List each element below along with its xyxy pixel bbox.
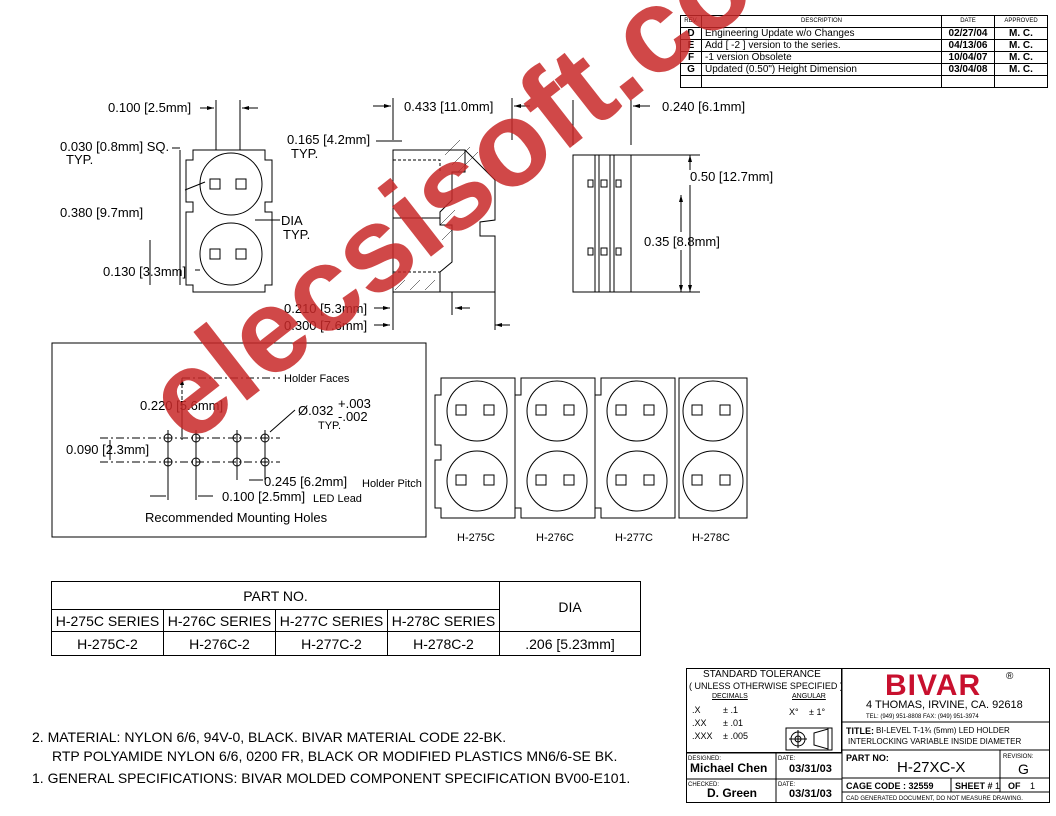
dim-mount-100: 0.100 [2.5mm] xyxy=(222,489,306,504)
dim-rear-width: 0.240 [6.1mm] xyxy=(662,99,746,114)
sheet-value: 1 xyxy=(995,781,1001,791)
company-phone: TEL: (949) 951-8808 FAX: (949) 951-3974 xyxy=(866,714,979,720)
title-line-1: BI-LEVEL T-1¾ (5mm) LED HOLDER xyxy=(876,726,1010,735)
dim-front-bottom: 0.130 [3.3mm] xyxy=(103,264,187,279)
tol-xx: .XX xyxy=(692,718,707,728)
tol-xxx-val: ± .005 xyxy=(723,731,748,741)
series-label-277: H-277C xyxy=(615,532,653,544)
dim-mount-220: 0.220 [5.6mm] xyxy=(140,398,224,413)
checked-date: 03/31/03 xyxy=(789,788,832,800)
decimals-label: DECIMALS xyxy=(712,693,748,700)
part-no-label: PART NO: xyxy=(846,753,889,763)
rear-view xyxy=(572,100,700,293)
std-tol: STANDARD TOLERANCE xyxy=(703,669,821,680)
dim-mount-245: 0.245 [6.2mm] xyxy=(264,474,348,489)
dim-rear-050: 0.50 [12.7mm] xyxy=(690,169,774,184)
tol-ang: X° xyxy=(789,707,799,717)
part-cell: H-278C-2 xyxy=(387,631,500,656)
unless-specified: ( UNLESS OTHERWISE SPECIFIED ) xyxy=(689,681,843,691)
dim-front-top: 0.100 [2.5mm] xyxy=(108,100,192,115)
dim-front-dia-typ: TYP. xyxy=(283,227,311,242)
tol-xxx: .XXX xyxy=(692,731,713,741)
company-address: 4 THOMAS, IRVINE, CA. 92618 xyxy=(866,699,1023,711)
of-value: 1 xyxy=(1030,781,1036,791)
checked-label: CHECKED: xyxy=(688,782,720,788)
revision-table: REV. DESCRIPTION DATE APPROVED D Enginee… xyxy=(680,15,1048,88)
of-label: OF xyxy=(1008,781,1021,791)
series-cell: H-277C SERIES xyxy=(275,609,388,632)
side-view xyxy=(373,98,530,330)
dim-side-210: 0.210 [5.3mm] xyxy=(284,301,368,316)
cage-code: CAGE CODE : 32559 xyxy=(846,781,934,791)
table-row xyxy=(680,75,1048,88)
designed-label: DESIGNED: xyxy=(688,756,722,762)
part-number-table: PART NO. DIA H-275C SERIES H-276C SERIES… xyxy=(51,581,641,656)
table-row: H-275C-2 H-276C-2 H-277C-2 H-278C-2 .206… xyxy=(51,631,641,656)
dim-side-300: 0.300 [7.6mm] xyxy=(284,318,368,333)
tol-ang-val: ± 1° xyxy=(809,707,826,717)
series-drawings xyxy=(434,377,748,519)
part-cell: H-276C-2 xyxy=(163,631,276,656)
designed-by: Michael Chen xyxy=(690,761,768,775)
cad-note: CAD GENERATED DOCUMENT, DO NOT MEASURE D… xyxy=(846,796,1023,802)
revision-label: REVISION: xyxy=(1003,754,1034,760)
designed-date-label: DATE: xyxy=(778,756,796,762)
holder-faces-label: Holder Faces xyxy=(284,373,350,385)
arrowheads xyxy=(180,104,692,385)
tol-x-val: ± .1 xyxy=(723,705,738,715)
holder-pitch-label: Holder Pitch xyxy=(362,478,422,490)
part-no-header: PART NO. xyxy=(51,581,500,610)
note-2-line-2: RTP POLYAMIDE NYLON 6/6, 0200 FR, BLACK … xyxy=(52,748,618,764)
dim-side-inner-typ: TYP. xyxy=(291,146,319,161)
dia-value-cell: .206 [5.23mm] xyxy=(499,631,641,656)
hole-dia-label: Ø.032 xyxy=(298,403,334,418)
note-1: 1. GENERAL SPECIFICATIONS: BIVAR MOLDED … xyxy=(32,770,631,786)
revision-value: G xyxy=(1018,761,1029,777)
registered-mark: ® xyxy=(1006,671,1014,682)
table-row: G Updated (0.50") Height Dimension 03/04… xyxy=(680,63,1048,76)
sheet-label: SHEET # xyxy=(955,781,993,791)
dim-front-dia: DIA xyxy=(281,213,303,228)
dim-mount-090: 0.090 [2.3mm] xyxy=(66,442,150,457)
part-cell: H-275C-2 xyxy=(51,631,164,656)
part-no-value: H-27XC-X xyxy=(897,759,966,776)
led-lead-label: LED Lead xyxy=(313,493,362,505)
title-label: TITLE: xyxy=(846,726,874,736)
designed-date: 03/31/03 xyxy=(789,763,832,775)
dim-front-height: 0.380 [9.7mm] xyxy=(60,205,144,220)
front-view xyxy=(149,100,280,293)
series-cell: H-276C SERIES xyxy=(163,609,276,632)
title-line-2: INTERLOCKING VARIABLE INSIDE DIAMETER xyxy=(848,737,1022,746)
series-label-276: H-276C xyxy=(536,532,574,544)
dim-side-inner: 0.165 [4.2mm] xyxy=(287,132,371,147)
table-row: D Engineering Update w/o Changes 02/27/0… xyxy=(680,27,1048,40)
dim-rear-035: 0.35 [8.8mm] xyxy=(644,234,720,249)
checked-date-label: DATE: xyxy=(778,782,796,788)
dim-side-depth: 0.433 [11.0mm] xyxy=(404,99,494,114)
dim-front-sq-typ: TYP. xyxy=(66,152,94,167)
bivar-logo: BIVAR xyxy=(885,669,982,702)
mounting-holes-view xyxy=(51,342,427,538)
note-2-line-1: 2. MATERIAL: NYLON 6/6, 94V-0, BLACK. BI… xyxy=(32,729,507,745)
dim-front-sq: 0.030 [0.8mm] SQ. xyxy=(60,139,170,154)
checked-by: D. Green xyxy=(707,786,758,800)
part-cell: H-277C-2 xyxy=(275,631,388,656)
hole-tol-plus: +.003 xyxy=(338,396,371,411)
hole-typ: TYP. xyxy=(318,420,342,432)
series-cell: H-275C SERIES xyxy=(51,609,164,632)
series-label-278: H-278C xyxy=(692,532,730,544)
mounting-caption: Recommended Mounting Holes xyxy=(145,510,328,525)
hole-tol-minus: -.002 xyxy=(338,409,368,424)
series-label-275: H-275C xyxy=(457,532,495,544)
tol-xx-val: ± .01 xyxy=(723,718,743,728)
tol-x: .X xyxy=(692,705,701,715)
angular-label: ANGULAR xyxy=(792,693,826,700)
